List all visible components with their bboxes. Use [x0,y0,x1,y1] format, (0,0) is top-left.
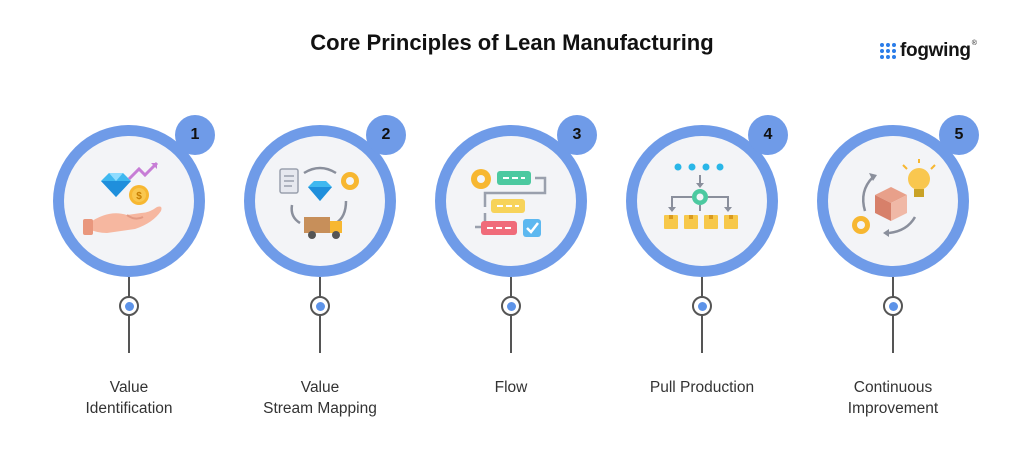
step-icon-area [255,136,385,266]
step-circle [626,125,778,277]
connector-node [501,296,521,316]
flow-chart-icon [471,169,547,237]
step-number-badge: 2 [366,115,406,155]
step-flow: 3 Flow [416,115,606,435]
logo-dots-icon [880,43,896,59]
step-label: Continuous Improvement [847,379,939,417]
step-circle [817,125,969,277]
improvement-cycle-icon [852,159,936,237]
pull-hierarchy-icon [664,163,738,229]
connector-node [119,296,139,316]
connector-node [692,296,712,316]
stream-cycle-icon [279,166,359,239]
step-icon-area [828,136,958,266]
logo-text: fogwing [900,40,971,61]
step-label: Value Stream Mapping [263,379,377,417]
step-label: Flow [494,379,528,396]
step-number-badge: 4 [748,115,788,155]
step-icon-area: $ [64,136,194,266]
step-number-badge: 3 [557,115,597,155]
step-number-badge: 5 [939,115,979,155]
hand-diamond-coin-icon: $ [83,161,162,235]
step-pull-production: 4 Pull Production [607,115,797,435]
connector-node [310,296,330,316]
step-label: Value Identification [85,379,173,417]
step-circle [244,125,396,277]
page-title: Core Principles of Lean Manufacturing [310,30,714,55]
logo-registered-mark: ® [971,40,977,47]
step-continuous-improvement: 5 Continuous Improvement [798,115,988,435]
svg-text:$: $ [136,191,142,202]
step-value-identification: $ 1 Value Identification [34,115,224,435]
step-icon-area [446,136,576,266]
step-circle [435,125,587,277]
fogwing-logo: fogwing ® [880,40,977,62]
connector-node [883,296,903,316]
step-label: Pull Production [649,379,755,396]
step-number-badge: 1 [175,115,215,155]
step-circle: $ [53,125,205,277]
step-value-stream-mapping: 2 Value Stream Mapping [225,115,415,435]
step-icon-area [637,136,767,266]
